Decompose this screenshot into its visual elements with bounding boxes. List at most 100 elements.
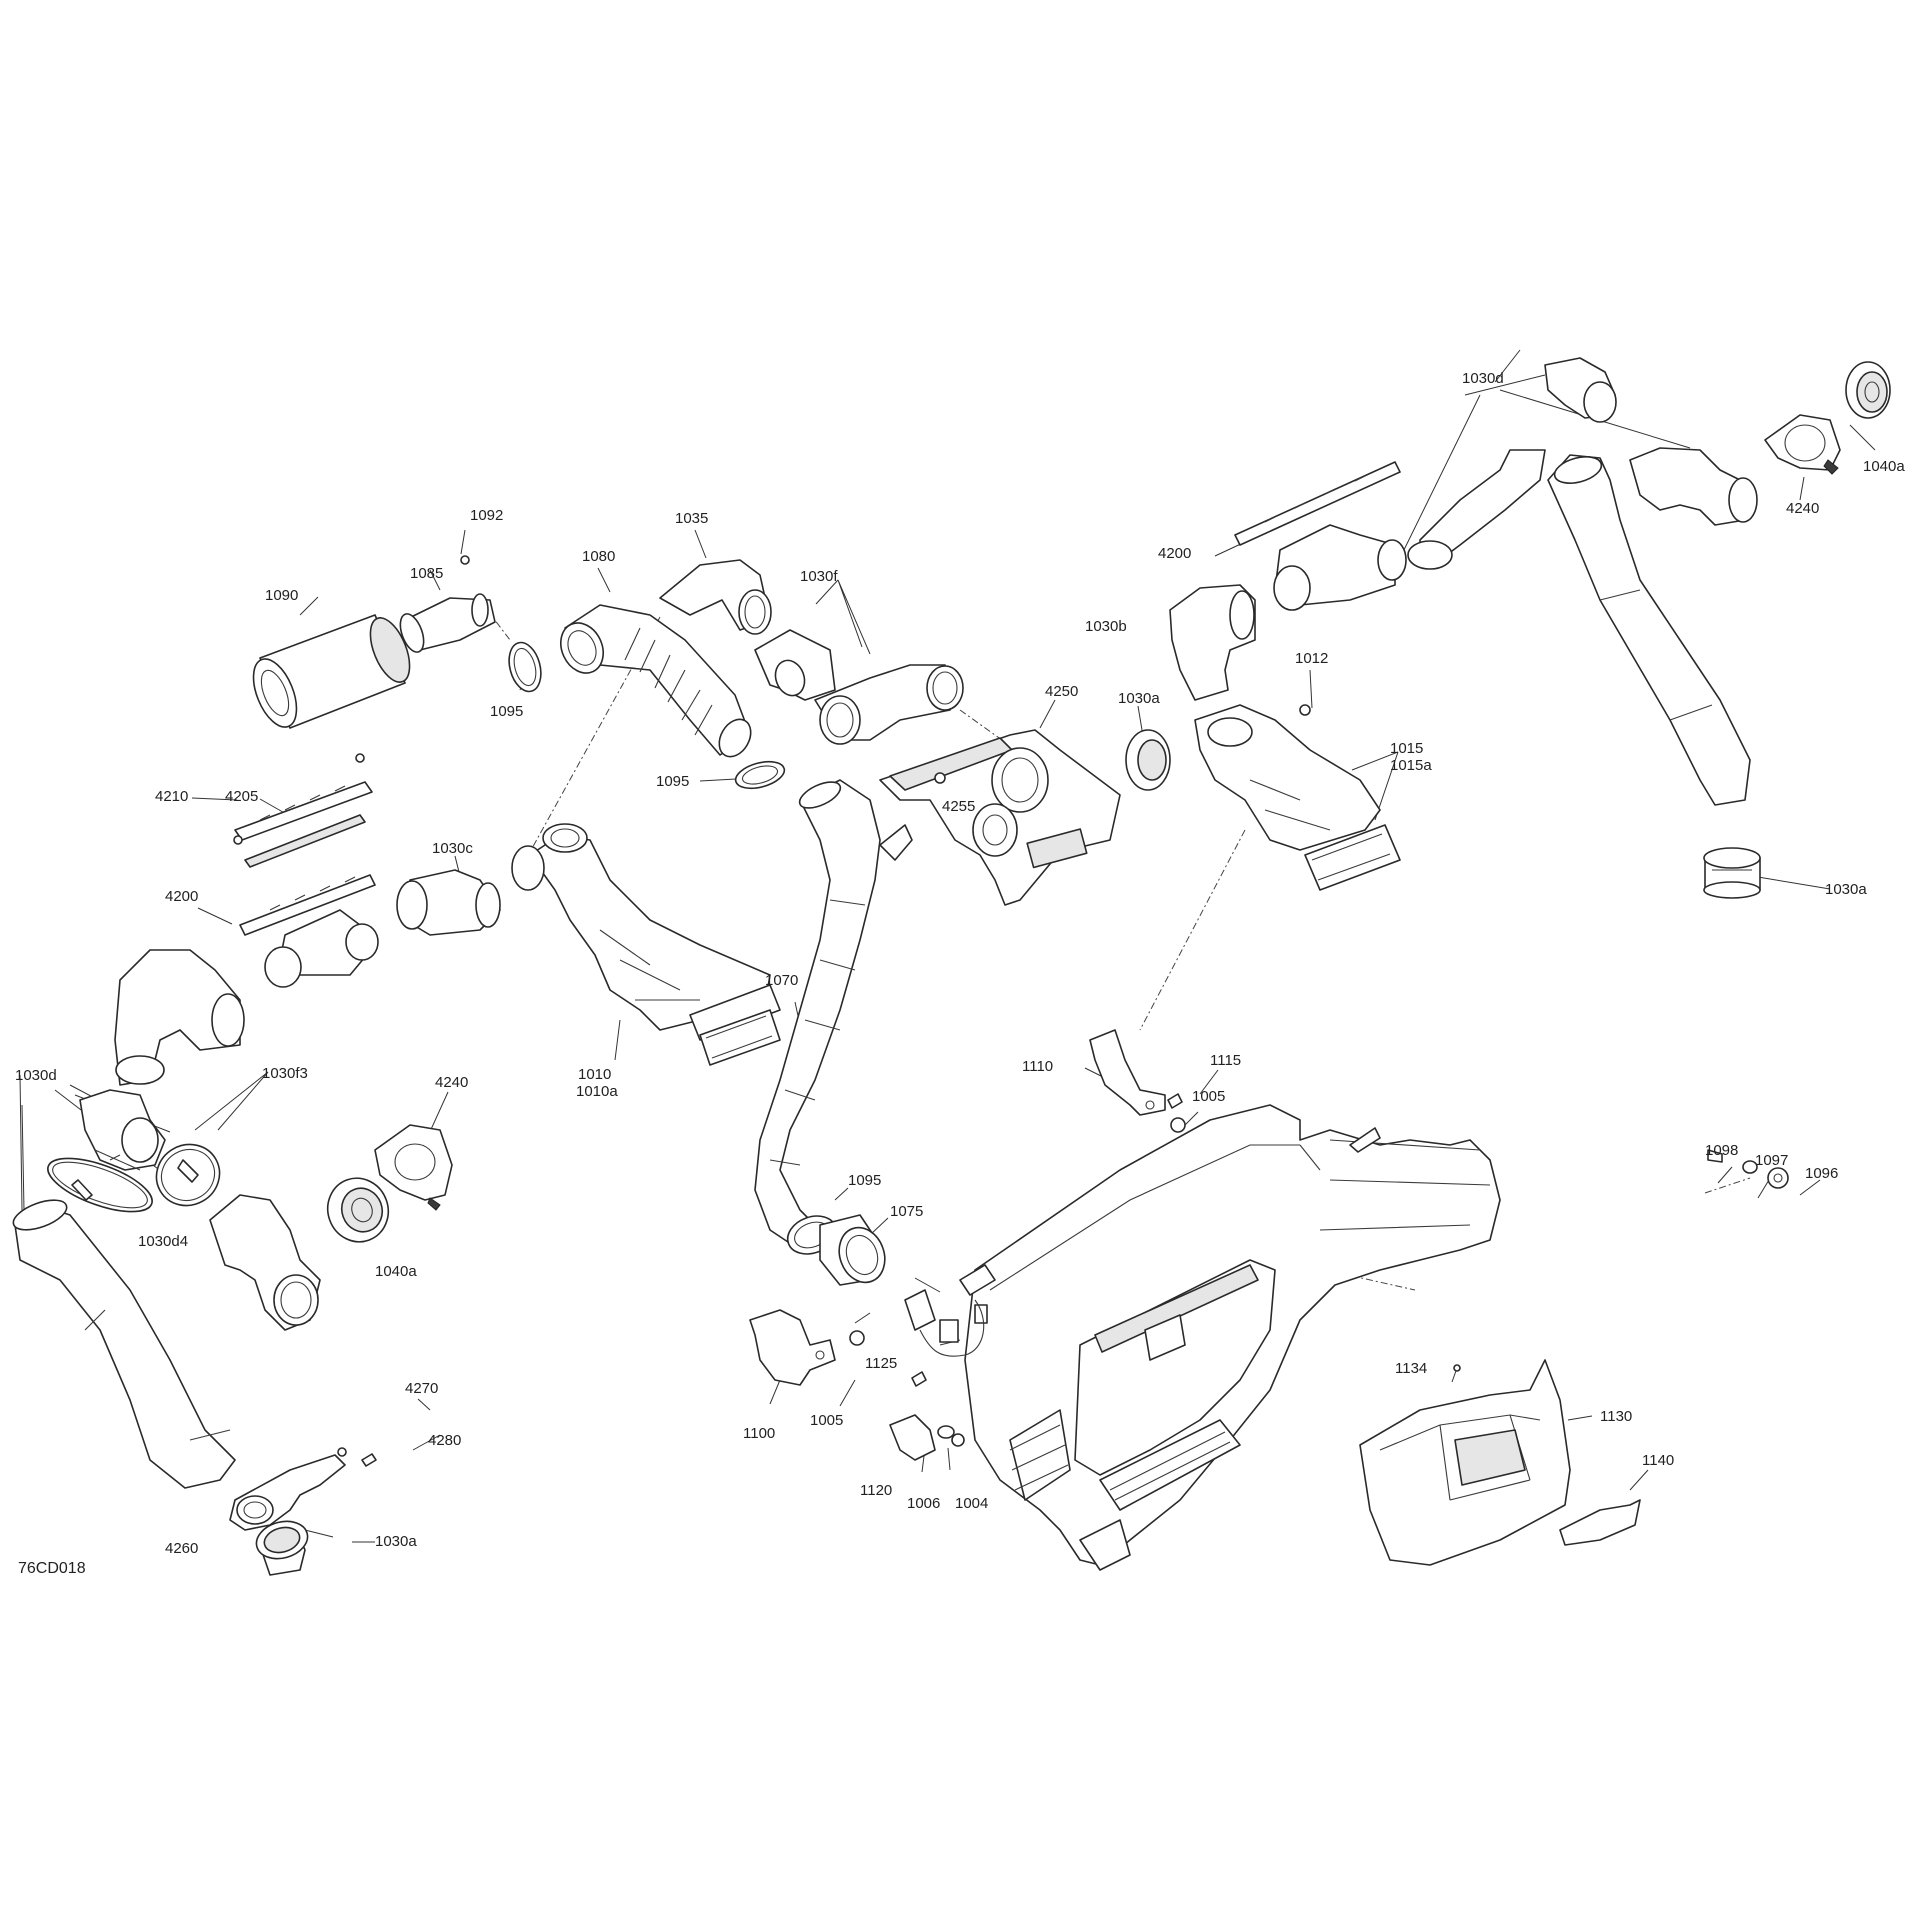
callout-4200-right: 4200 (1158, 545, 1192, 562)
bracket-1120 (889, 1414, 936, 1461)
clamp-1095-left (508, 641, 542, 693)
bracket-4260 (229, 1454, 346, 1531)
callout-1010a: 1010a (576, 1083, 618, 1100)
callout-1092: 1092 (470, 507, 504, 524)
vent-1030a-bottom-left (255, 1520, 309, 1576)
elbow-1030d-left-lower (209, 1194, 321, 1331)
bracket-1100 (749, 1309, 836, 1386)
callout-1004: 1004 (955, 1495, 989, 1512)
callout-4200-left: 4200 (165, 888, 199, 905)
callout-1005-lower: 1005 (810, 1412, 844, 1429)
elbow-1030d-left (114, 949, 245, 1086)
housing-1010 (511, 823, 781, 1041)
callout-1090: 1090 (265, 587, 299, 604)
harness (904, 1289, 985, 1357)
callout-1030f3: 1030f3 (262, 1065, 308, 1082)
bracket-1110 (1089, 1029, 1166, 1116)
callout-1015: 1015 (1390, 740, 1424, 757)
callout-1095-left: 1095 (490, 703, 524, 720)
screw-1115 (1167, 1093, 1183, 1109)
callout-1012: 1012 (1295, 650, 1329, 667)
bezel-4250 (879, 729, 1121, 906)
callout-1030a-bottom: 1030a (375, 1533, 417, 1550)
callout-1030c: 1030c (432, 840, 473, 857)
screw-4280 (361, 1453, 377, 1467)
callout-1030d-right: 1030d (1462, 370, 1504, 387)
screw-1125 (911, 1371, 927, 1387)
vent-1030a-right (1703, 847, 1761, 899)
gasket-1015a (1304, 824, 1401, 891)
callout-1134: 1134 (1395, 1360, 1428, 1377)
callout-4255: 4255 (942, 798, 976, 815)
callout-1010: 1010 (578, 1066, 612, 1083)
tee-1030f3 (79, 1089, 166, 1171)
tee-1030f (754, 629, 964, 745)
callout-4250: 4250 (1045, 683, 1079, 700)
cover-1130 (1359, 1359, 1571, 1566)
housing-1015 (1194, 704, 1381, 851)
elbow-1030b (1169, 584, 1256, 701)
callout-4210: 4210 (155, 788, 189, 805)
callout-4240-right: 4240 (1786, 500, 1820, 517)
callout-1095-middle: 1095 (656, 773, 690, 790)
clip-1140 (1559, 1499, 1641, 1546)
duct-1080 (560, 604, 752, 758)
callout-1030b: 1030b (1085, 618, 1127, 635)
callout-4270: 4270 (405, 1380, 439, 1397)
callout-1015a: 1015a (1390, 757, 1432, 774)
callout-1097: 1097 (1755, 1152, 1789, 1169)
clamp-1030d4 (47, 1157, 153, 1213)
duct-1070 (754, 779, 913, 1251)
screw-1012 (1299, 704, 1311, 716)
callout-4240-left: 4240 (435, 1074, 469, 1091)
callout-1040a-left: 1040a (375, 1263, 417, 1280)
callout-1035: 1035 (675, 510, 709, 527)
nut-1005-upper (1170, 1117, 1186, 1133)
callout-1096: 1096 (1805, 1165, 1839, 1182)
washer-1006 (937, 1425, 955, 1439)
drawing-number: 76CD018 (18, 1560, 86, 1577)
nozzle-1040a-right (1845, 361, 1891, 419)
callout-4205: 4205 (225, 788, 259, 805)
filter-1090 (252, 614, 411, 729)
nut-1005-lower (849, 1330, 865, 1346)
callout-1120: 1120 (860, 1482, 893, 1499)
screw-1092 (460, 555, 470, 565)
tube-1030d-right-upper (1407, 449, 1546, 570)
callout-1075: 1075 (890, 1203, 924, 1220)
callout-1130: 1130 (1600, 1408, 1633, 1425)
callout-1040a-right: 1040a (1863, 458, 1905, 475)
tube-1030d-right-long (1547, 454, 1751, 806)
callout-1100: 1100 (743, 1425, 776, 1442)
clamp-1030f3 (155, 1143, 221, 1207)
callout-1005-upper: 1005 (1192, 1088, 1226, 1105)
clamp-1095-middle (734, 760, 786, 790)
callout-4260: 4260 (165, 1540, 199, 1557)
callout-1030a-top: 1030a (1118, 690, 1160, 707)
callout-4280: 4280 (428, 1432, 462, 1449)
bezel-4240-left (374, 1124, 453, 1211)
adapter-1085 (399, 593, 496, 653)
nozzle-1040a-left (326, 1177, 390, 1243)
gasket-1010a (699, 1009, 781, 1066)
callout-1006: 1006 (907, 1495, 941, 1512)
nut-1004 (951, 1433, 965, 1447)
callout-1115: 1115 (1210, 1052, 1242, 1069)
callout-1140: 1140 (1642, 1452, 1675, 1469)
rail-4200-left (239, 874, 379, 988)
callout-1030a-right: 1030a (1825, 881, 1867, 898)
elbow-1030d-right-mid (1629, 447, 1758, 526)
callout-1070: 1070 (765, 972, 799, 989)
callout-1110: 1110 (1022, 1058, 1054, 1075)
elbow-1030c (396, 869, 501, 936)
screw-4255 (934, 772, 946, 784)
coupler-1075 (819, 1214, 886, 1286)
bezel-4240-right (1764, 414, 1841, 475)
rail-4200-right (1234, 461, 1407, 611)
callout-1095-lower: 1095 (848, 1172, 882, 1189)
callout-1098: 1098 (1705, 1142, 1739, 1159)
callout-1030f: 1030f (800, 568, 838, 585)
pin-4270 (337, 1447, 347, 1457)
